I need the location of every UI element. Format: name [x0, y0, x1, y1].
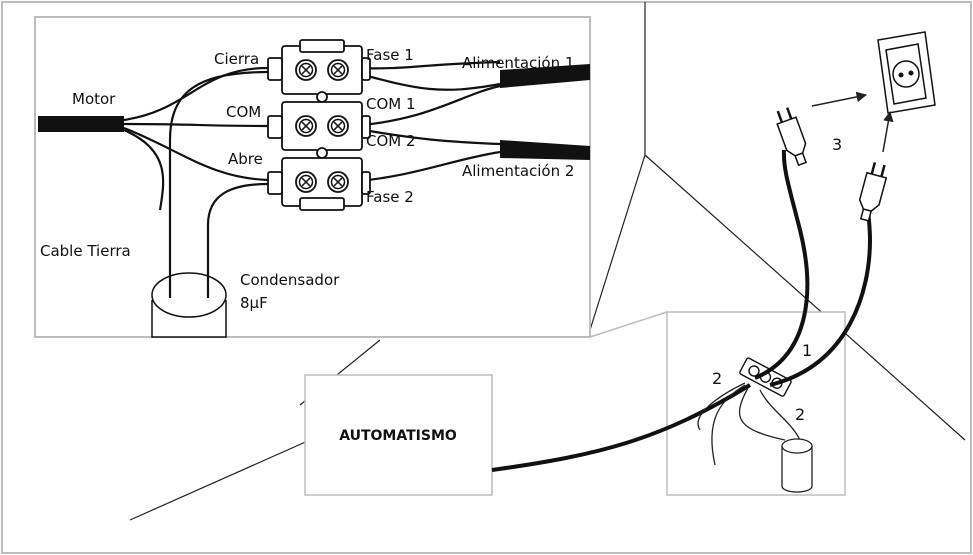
wall-socket-icon [877, 31, 936, 114]
capacitor-icon [151, 272, 227, 338]
label-motor: Motor [72, 90, 116, 108]
inset-wires [123, 60, 501, 300]
arrow-icon-2 [882, 110, 894, 153]
step-number-wires: 1 [802, 341, 812, 360]
label-cable-tierra: Cable Tierra [40, 242, 131, 260]
zoom-guide-lines [589, 311, 668, 338]
motor-cable [38, 116, 124, 132]
label-abre: Abre [228, 150, 263, 168]
step-number-capacitor: 2 [795, 405, 805, 424]
arrow-icon [811, 91, 868, 107]
label-alimentacion-2: Alimentación 2 [462, 162, 574, 180]
scene-capacitor-icon [781, 438, 813, 493]
label-capacitance: 8μF [240, 294, 268, 312]
label-alimentacion-1: Alimentación 1 [462, 54, 574, 72]
plug-icon [776, 107, 808, 167]
scene-zoom-box [666, 311, 846, 496]
automatismo-box [304, 374, 493, 496]
automatismo-label: AUTOMATISMO [339, 428, 457, 444]
alimentacion-2-cable [500, 140, 590, 160]
label-cierra: Cierra [214, 50, 259, 68]
step-number-left: 2 [712, 369, 722, 388]
label-condensador: Condensador [240, 271, 340, 289]
label-com: COM [226, 103, 261, 121]
plug-icon-2 [858, 162, 888, 222]
alimentacion-1-cable [500, 64, 590, 88]
terminal-block-icon [267, 39, 371, 211]
label-fase-1: Fase 1 [366, 46, 414, 64]
power-cord-1 [754, 149, 810, 380]
automatismo-cable [491, 383, 752, 472]
label-com-1: COM 1 [366, 95, 416, 113]
capacitor-leads [168, 275, 210, 298]
scene-wires [697, 382, 801, 466]
step-number-plugs: 3 [832, 135, 842, 154]
label-com-2: COM 2 [366, 132, 416, 150]
label-fase-2: Fase 2 [366, 188, 414, 206]
